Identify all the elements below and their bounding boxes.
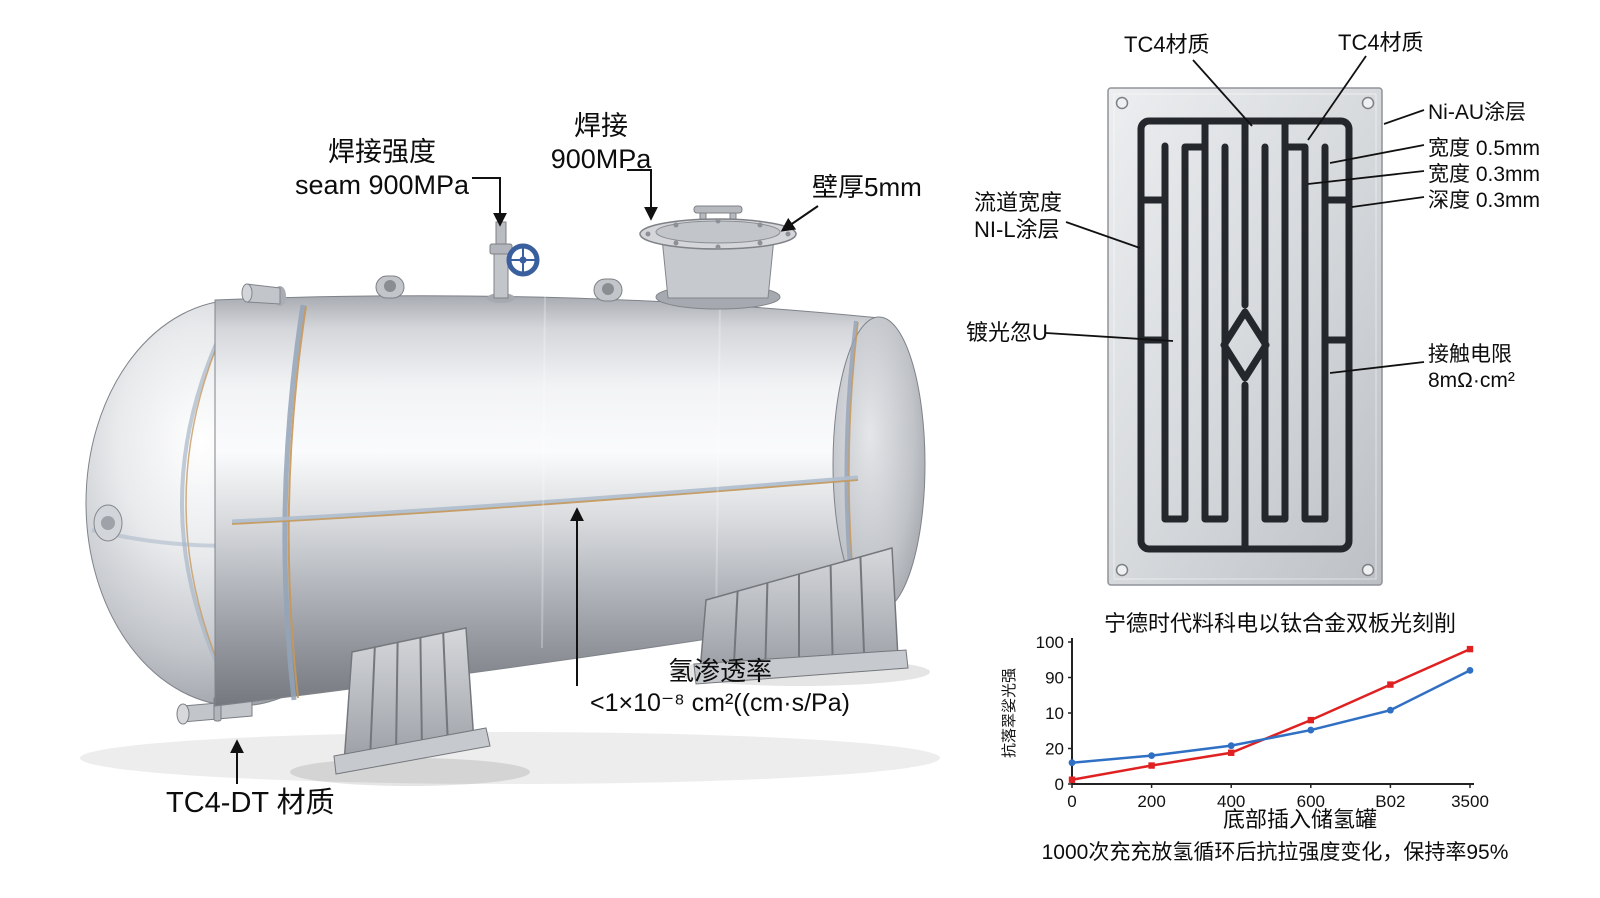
weld-strength-line2: seam 900MPa: [294, 169, 470, 200]
saddle-support-right: [693, 547, 909, 685]
weld-strength-label: 焊接强度 seam 900MPa: [272, 136, 492, 202]
svg-text:0: 0: [1055, 775, 1064, 794]
leader-tc4-left: [1192, 59, 1253, 127]
wall-thickness-label: 壁厚5mm: [812, 172, 922, 202]
lifting-lug-right: [593, 278, 623, 302]
svg-text:B02: B02: [1375, 792, 1405, 811]
weld-line2: 900MPa: [550, 143, 652, 174]
depth-03-label: 深度 0.3mm: [1428, 189, 1541, 212]
chart-title: 宁德时代料科电以钛合金双板光刻削: [1103, 611, 1456, 636]
top-valve: [487, 221, 540, 303]
leader-weld-strength: [472, 177, 507, 227]
storage-tank: [80, 205, 940, 786]
leader-width05: [1329, 144, 1425, 164]
permeation-line2: <1×10⁻⁸ cm²((cm·s/Pa): [590, 688, 850, 717]
leader-wall-thickness: [780, 205, 819, 232]
channel-width-line1: 流道宽度: [974, 190, 1063, 215]
ground-shadow: [80, 732, 940, 784]
width-03-label: 宽度 0.3mm: [1428, 163, 1541, 186]
valve-handwheel: [506, 243, 540, 277]
lifting-lug-left: [375, 275, 405, 299]
svg-text:0: 0: [1067, 792, 1076, 811]
weld-seams: [231, 291, 859, 701]
svg-text:200: 200: [1137, 792, 1165, 811]
plate-hole: [1115, 96, 1129, 110]
channel-width-line2: NI-L涂层: [974, 216, 1060, 242]
plating-label: 镀光忽U: [966, 320, 1048, 345]
svg-text:600: 600: [1297, 792, 1325, 811]
permeation-line1: 氢渗透率: [667, 656, 772, 686]
top-nozzle: [241, 283, 286, 306]
leader-tc4-right: [1307, 55, 1367, 141]
leader-channel: [1065, 221, 1141, 249]
plate-hole: [1115, 563, 1129, 577]
weld-strength-line1: 焊接强度: [328, 137, 436, 167]
leader-depth03: [1351, 196, 1425, 208]
weld-label: 焊接 900MPa: [537, 110, 665, 176]
plate-hole: [1361, 96, 1375, 110]
svg-text:抗落翠娑光强: 抗落翠娑光强: [1001, 668, 1018, 758]
chart-x-axis-label: 底部插入储氢罐: [1222, 807, 1377, 832]
manhole: [639, 205, 797, 310]
tank-material-label: TC4-DT 材质: [166, 787, 335, 819]
contact-resistance-line2: 8mΩ·cm²: [1428, 368, 1515, 392]
permeation-label: 氢渗透率 <1×10⁻⁸ cm²((cm·s/Pa): [552, 656, 888, 718]
leader-weld: [627, 169, 658, 221]
plate-tc4-left-label: TC4材质: [1124, 32, 1210, 57]
leader-ni-au: [1383, 109, 1425, 125]
weld-line1: 焊接: [574, 111, 628, 141]
chart-caption: 1000次充充放氢循环后抗拉强度变化，保持率95%: [1041, 841, 1509, 864]
contact-resistance-label: 接触电限 8mΩ·cm²: [1428, 342, 1515, 393]
svg-text:10: 10: [1045, 704, 1064, 723]
svg-text:100: 100: [1036, 633, 1064, 652]
saddle-support-left: [333, 627, 491, 775]
leader-plating: [1045, 332, 1174, 342]
svg-text:400: 400: [1217, 792, 1245, 811]
plate-tc4-right-label: TC4材质: [1338, 30, 1424, 55]
leader-contact: [1329, 361, 1425, 374]
ni-au-coating-label: Ni-AU涂层: [1428, 101, 1526, 124]
plate-hole: [1361, 563, 1375, 577]
svg-text:3500: 3500: [1451, 792, 1489, 811]
svg-text:20: 20: [1045, 740, 1064, 759]
channel-width-label: 流道宽度 NI-L涂层: [974, 190, 1062, 244]
width-05-label: 宽度 0.5mm: [1428, 137, 1541, 160]
contact-resistance-line1: 接触电限: [1428, 343, 1512, 366]
leader-lines: [230, 55, 1425, 784]
flow-channels: [1137, 117, 1353, 553]
leader-width03: [1307, 170, 1425, 185]
svg-text:90: 90: [1045, 669, 1064, 688]
bipolar-plate: [1107, 87, 1383, 586]
